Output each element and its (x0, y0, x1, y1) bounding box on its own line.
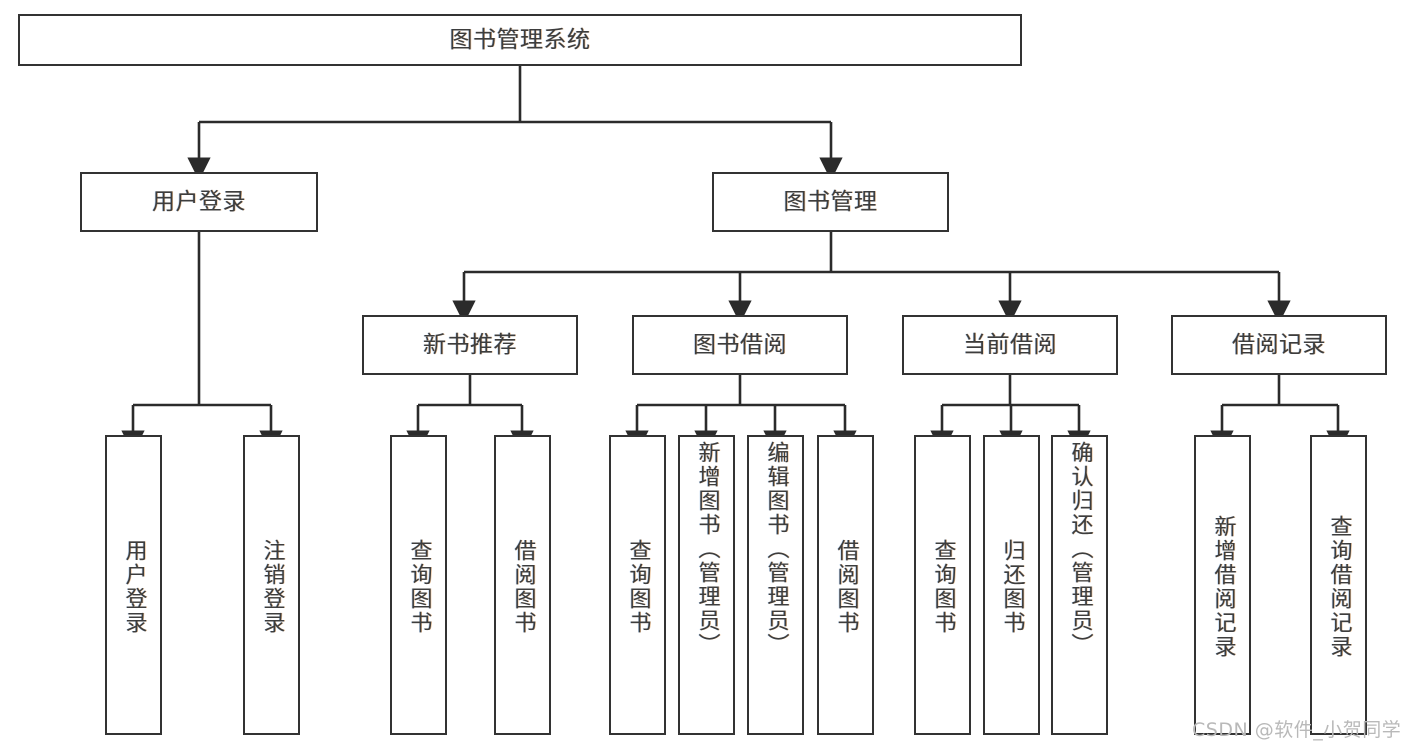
node-leaf-user-login[interactable]: 用户登录 (105, 435, 162, 735)
node-book-borrow-label: 图书借阅 (693, 331, 787, 358)
node-book-borrow[interactable]: 图书借阅 (632, 315, 848, 375)
node-current-borrow[interactable]: 当前借阅 (902, 315, 1118, 375)
node-leaf-query-book-1-label: 查询图书 (406, 539, 432, 635)
node-book-management-label: 图书管理 (783, 188, 878, 215)
node-leaf-logout[interactable]: 注销登录 (243, 435, 300, 735)
node-book-management[interactable]: 图书管理 (712, 172, 949, 232)
node-user-login[interactable]: 用户登录 (80, 172, 318, 232)
node-current-borrow-label: 当前借阅 (963, 331, 1057, 358)
node-leaf-query-book-1[interactable]: 查询图书 (390, 435, 447, 735)
node-leaf-add-book-admin-label: 新增图书（管理员） (694, 441, 720, 657)
node-user-login-label: 用户登录 (152, 188, 246, 215)
node-leaf-return-book[interactable]: 归还图书 (983, 435, 1040, 735)
node-leaf-query-book-3-label: 查询图书 (930, 539, 956, 635)
csdn-watermark: CSDN @软件_小贺同学 (1192, 719, 1402, 741)
node-leaf-confirm-return-admin-label: 确认归还（管理员） (1067, 441, 1093, 657)
node-leaf-borrow-book-2-label: 借阅图书 (833, 539, 859, 635)
node-leaf-edit-book-admin[interactable]: 编辑图书（管理员） (747, 435, 804, 735)
node-new-book-recommend[interactable]: 新书推荐 (362, 315, 578, 375)
node-leaf-query-book-2-label: 查询图书 (625, 539, 651, 635)
node-leaf-query-borrow-record-label: 查询借阅记录 (1326, 515, 1352, 659)
node-leaf-borrow-book-2[interactable]: 借阅图书 (817, 435, 874, 735)
node-leaf-edit-book-admin-label: 编辑图书（管理员） (763, 441, 789, 657)
node-borrow-record-label: 借阅记录 (1232, 331, 1326, 358)
node-root[interactable]: 图书管理系统 (18, 14, 1022, 66)
node-leaf-query-book-2[interactable]: 查询图书 (609, 435, 666, 735)
node-leaf-return-book-label: 归还图书 (999, 539, 1025, 635)
node-leaf-query-book-3[interactable]: 查询图书 (914, 435, 971, 735)
node-borrow-record[interactable]: 借阅记录 (1171, 315, 1387, 375)
node-root-label: 图书管理系统 (449, 26, 591, 53)
node-leaf-query-borrow-record[interactable]: 查询借阅记录 (1310, 435, 1367, 735)
node-leaf-confirm-return-admin[interactable]: 确认归还（管理员） (1051, 435, 1108, 735)
node-leaf-add-borrow-record-label: 新增借阅记录 (1210, 515, 1236, 659)
node-new-book-recommend-label: 新书推荐 (423, 331, 517, 358)
node-leaf-add-borrow-record[interactable]: 新增借阅记录 (1194, 435, 1251, 735)
node-leaf-borrow-book-1-label: 借阅图书 (510, 539, 536, 635)
node-leaf-user-login-label: 用户登录 (121, 539, 147, 635)
node-leaf-logout-label: 注销登录 (259, 539, 285, 635)
node-leaf-add-book-admin[interactable]: 新增图书（管理员） (678, 435, 735, 735)
node-leaf-borrow-book-1[interactable]: 借阅图书 (494, 435, 551, 735)
